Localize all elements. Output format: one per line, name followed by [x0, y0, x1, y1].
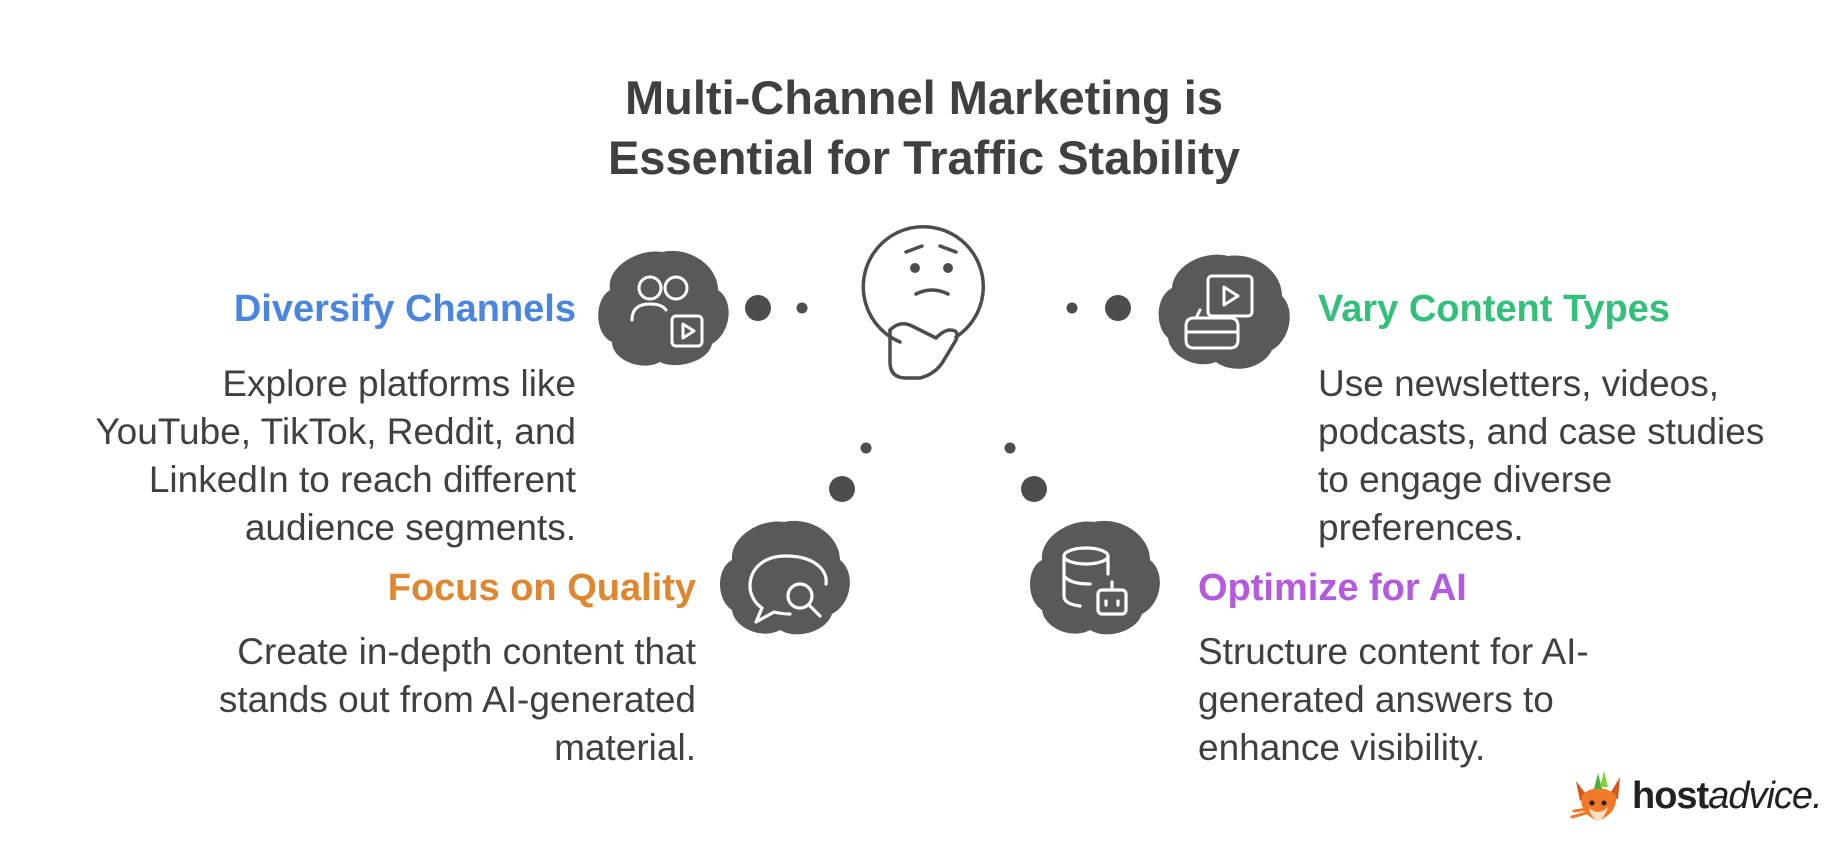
title-line-1: Multi-Channel Marketing is: [625, 71, 1223, 124]
heading-vary-content-types: Vary Content Types: [1318, 288, 1670, 330]
text-line: generated answers to: [1198, 679, 1554, 720]
connector-dot: [745, 295, 771, 321]
text-vary-content-types: Use newsletters, videos, podcasts, and c…: [1318, 360, 1764, 552]
connector-dot: [796, 302, 808, 314]
text-line: LinkedIn to reach different: [148, 459, 576, 500]
heading-optimize-for-ai: Optimize for AI: [1198, 567, 1467, 609]
logo-text-bold: host: [1632, 774, 1709, 817]
text-line: to engage diverse: [1318, 459, 1613, 500]
connector-dot: [1021, 476, 1047, 502]
hostadvice-logo: hostadvice.: [1568, 766, 1823, 826]
text-line: YouTube, TikTok, Reddit, and: [95, 411, 576, 452]
connector-dot: [860, 442, 872, 454]
focus-on-quality-badge: [720, 520, 850, 635]
connector-dot: [1105, 295, 1131, 321]
logo-wordmark: hostadvice.: [1632, 774, 1823, 818]
diversify-channels-badge: [598, 250, 729, 366]
text-optimize-for-ai: Structure content for AI- generated answ…: [1198, 628, 1589, 772]
users-video-icon: [630, 275, 704, 348]
vary-content-types-badge: [1158, 254, 1290, 369]
text-line: Create in-depth content that: [237, 631, 696, 672]
video-stack-icon: [1184, 274, 1254, 350]
text-diversify-channels: Explore platforms like YouTube, TikTok, …: [95, 360, 576, 552]
fox-mascot-icon: [1570, 771, 1620, 821]
text-line: enhance visibility.: [1198, 727, 1486, 768]
connector-dot: [1004, 442, 1016, 454]
text-line: audience segments.: [244, 507, 576, 548]
database-bot-icon: [1062, 546, 1128, 616]
text-line: podcasts, and case studies: [1318, 411, 1765, 452]
title-line-2: Essential for Traffic Stability: [607, 131, 1241, 184]
text-line: preferences.: [1318, 507, 1524, 548]
thinking-face-icon: [861, 224, 985, 380]
text-line: Use newsletters, videos,: [1318, 363, 1720, 404]
text-focus-on-quality: Create in-depth content that stands out …: [219, 628, 696, 772]
optimize-for-ai-badge: [1030, 520, 1160, 635]
logo-text-italic: advice.: [1708, 774, 1822, 817]
connector-dot: [1066, 302, 1078, 314]
text-line: stands out from AI-generated: [218, 679, 696, 720]
text-line: Explore platforms like: [222, 363, 576, 404]
heading-focus-on-quality: Focus on Quality: [387, 567, 696, 609]
heading-diversify-channels: Diversify Channels: [233, 288, 576, 330]
diagram-title: Multi-Channel Marketing is Essential for…: [0, 68, 1848, 188]
text-line: material.: [554, 727, 696, 768]
text-line: Structure content for AI-: [1198, 631, 1589, 672]
connector-dots: [745, 295, 1131, 502]
chat-search-icon: [748, 554, 828, 624]
connector-dot: [829, 476, 855, 502]
